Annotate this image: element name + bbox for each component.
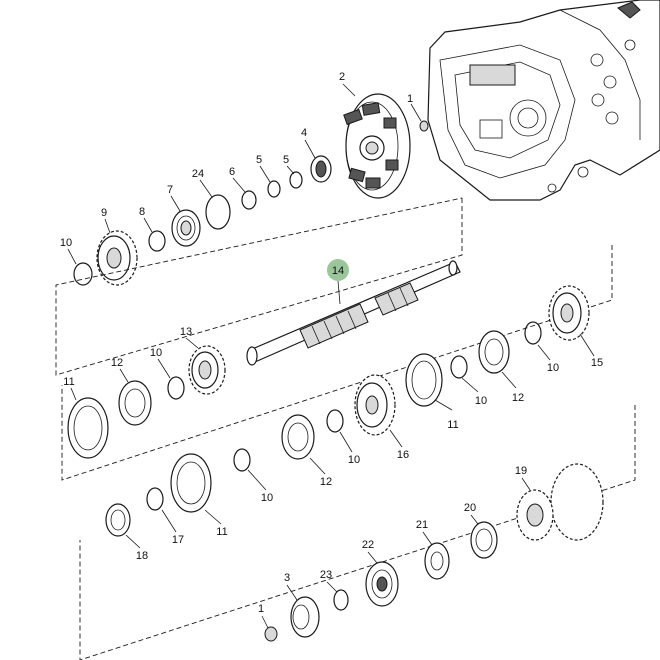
gear-13 [188, 345, 226, 395]
callout-19: 19 [515, 465, 527, 477]
callout-13: 13 [180, 326, 192, 338]
callout-7: 7 [167, 184, 173, 196]
seal-4 [310, 155, 332, 183]
callout-10-c: 10 [475, 395, 487, 407]
callout-16: 16 [397, 449, 409, 461]
callout-4: 4 [301, 127, 307, 139]
callout-12-c: 12 [320, 476, 332, 488]
callout-11-b: 11 [447, 419, 458, 431]
callout-15: 15 [591, 357, 603, 369]
ring-6 [241, 190, 257, 210]
ring-5a [289, 171, 303, 189]
needle-bearing-11a [67, 397, 109, 459]
callout-8: 8 [139, 206, 145, 218]
ring-10-b [167, 376, 185, 400]
callout-11-c: 11 [216, 526, 227, 538]
callout-12-b: 12 [512, 392, 524, 404]
callout-10-f: 10 [261, 492, 273, 504]
callout-9: 9 [101, 207, 107, 219]
synchro-12a [118, 380, 152, 426]
transmission-housing [427, 0, 660, 201]
ring-17 [146, 487, 164, 511]
callout-21: 21 [416, 519, 428, 531]
callout-10-b: 10 [150, 347, 162, 359]
callout-2: 2 [339, 71, 345, 83]
gear-15 [548, 285, 590, 341]
roller-bearing-18 [105, 503, 131, 537]
washer-21 [424, 542, 450, 580]
callout-1-bottom: 1 [258, 603, 264, 615]
ring-10-d [524, 321, 542, 345]
synchro-12b [478, 330, 510, 374]
ring-10-c [450, 355, 468, 379]
bearing-22 [365, 561, 399, 607]
callout-24: 24 [192, 168, 204, 180]
ring-5b [267, 180, 281, 198]
callout-5a: 5 [283, 154, 289, 166]
plug [419, 120, 429, 132]
frames [55, 197, 636, 660]
callout-1-top: 1 [407, 93, 413, 105]
callout-18: 18 [136, 550, 148, 562]
snap-ring-23 [333, 589, 349, 611]
callout-22: 22 [362, 539, 374, 551]
plug-bottom [264, 626, 278, 642]
snap-ring-24 [205, 194, 231, 230]
ring-10-top [73, 262, 93, 286]
callout-12-a: 12 [111, 357, 123, 369]
callout-10-a: 10 [60, 237, 72, 249]
highlight-marker [327, 259, 349, 281]
gear-16 [354, 374, 396, 436]
callout-5b: 5 [256, 154, 262, 166]
ring-8 [148, 230, 166, 252]
gear-19 [516, 463, 604, 541]
needle-bearing-11b [405, 353, 443, 407]
main-shaft [246, 260, 461, 366]
retainer-3 [290, 596, 320, 638]
roller-bearing-20 [470, 521, 498, 559]
cover-plate [343, 93, 411, 199]
callout-6: 6 [229, 166, 235, 178]
needle-bearing-11c [170, 453, 212, 513]
callouts: 1 2 4 5 5 6 24 7 8 9 10 14 13 12 10 11 1… [60, 71, 603, 615]
gear-9 [96, 230, 138, 286]
synchro-12c [281, 414, 315, 460]
bearing-7 [171, 209, 201, 247]
leader-lines [67, 83, 595, 629]
callout-23: 23 [320, 569, 332, 581]
callout-10-d: 10 [547, 362, 559, 374]
callout-20: 20 [464, 502, 476, 514]
callout-11-a: 11 [63, 376, 74, 388]
ring-10-e [326, 409, 344, 433]
callout-17: 17 [172, 534, 184, 546]
callout-14: 14 [332, 265, 344, 277]
callout-3: 3 [284, 572, 290, 584]
ring-10-f [233, 448, 251, 472]
callout-10-e: 10 [348, 454, 360, 466]
